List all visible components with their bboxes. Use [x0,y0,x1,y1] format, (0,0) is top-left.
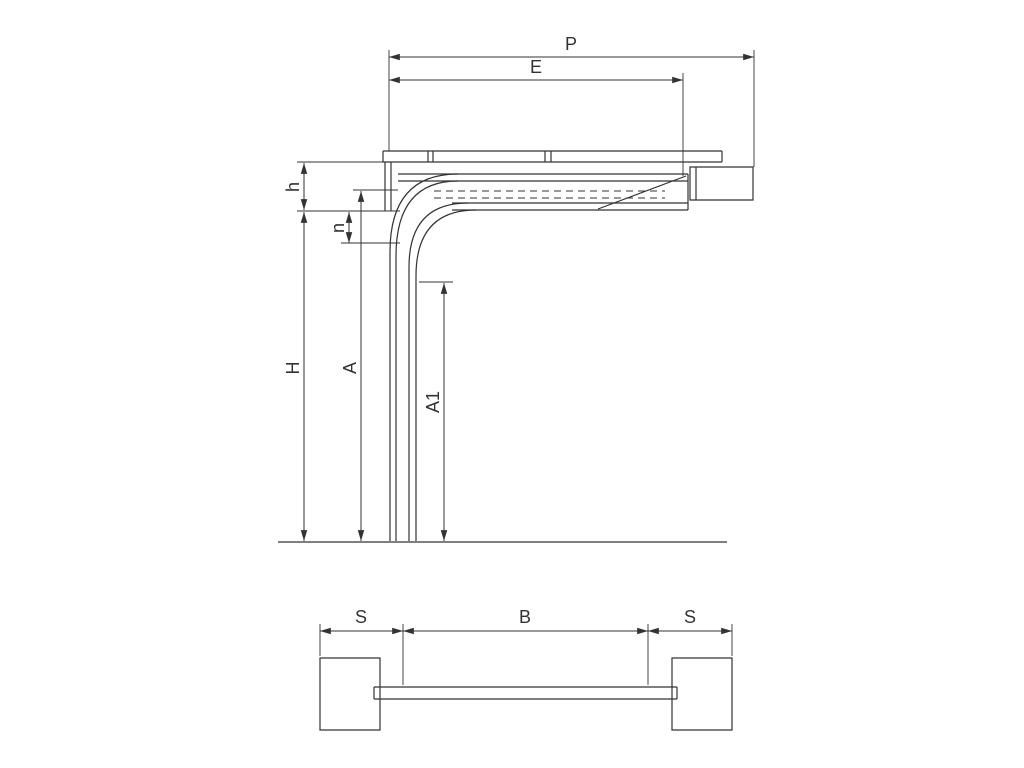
right-jamb [671,657,733,731]
dimension-label-A: A [340,362,360,374]
opening-structure [319,657,733,731]
side-view: P E h H n [278,34,755,543]
dimension-n: n [328,212,400,244]
ceiling-track [382,150,723,163]
dimension-E: E [389,57,684,176]
dimension-B: B [403,607,649,685]
dimension-label-E: E [530,57,542,77]
dimension-H: H [283,210,400,541]
operator-box [689,166,754,201]
dimension-label-h: h [283,182,303,192]
dimension-label-B: B [519,607,531,627]
dimension-S-left: S [319,607,404,685]
dimension-label-S-right: S [684,607,696,627]
dimension-h: h [283,161,389,210]
track-curves-and-vertical-tracks [389,173,477,541]
dimension-label-S-left: S [355,607,367,627]
plan-view: S B S [319,607,733,731]
door-structure [278,150,754,543]
left-jamb [319,657,381,731]
panel-diagonal-brace [597,175,687,210]
dimension-label-n: n [328,223,348,233]
dimension-label-H: H [283,362,303,375]
wall-face [384,162,392,211]
dimension-A1: A1 [419,281,453,541]
horizontal-door-panel [398,173,689,211]
dimension-label-A1: A1 [423,391,443,413]
dimension-S-right: S [648,607,733,656]
door-panel-plan [373,686,678,700]
extension-lines-S-left [319,624,404,685]
dimension-label-P: P [565,34,577,54]
extension-lines-P [388,50,755,167]
dimension-A: A [340,189,398,541]
dimension-P: P [388,34,755,167]
